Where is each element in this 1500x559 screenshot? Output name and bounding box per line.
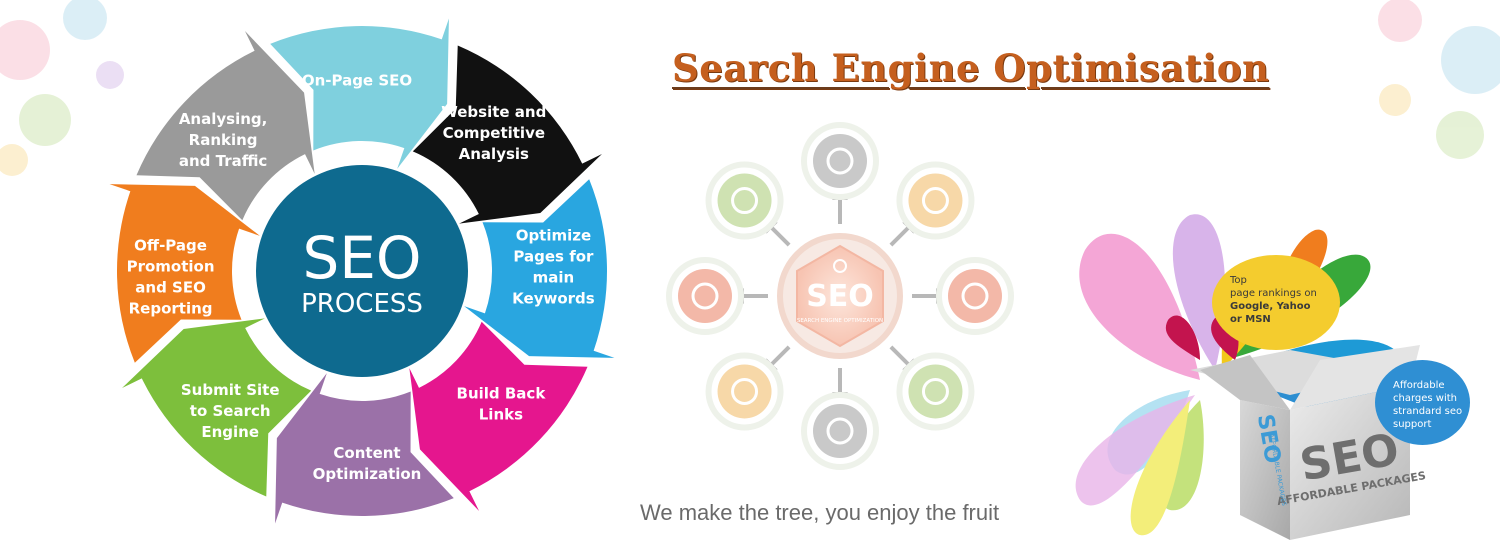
process-step-label: Keywords	[512, 289, 595, 307]
process-step-label: On-Page SEO	[302, 72, 412, 90]
callout-bubble	[1212, 255, 1340, 350]
process-step-label: Analysing,	[179, 110, 268, 128]
process-step-2	[412, 45, 602, 224]
process-step-8	[136, 31, 315, 221]
process-step-label: Build Back	[457, 384, 547, 402]
process-center-circle	[256, 165, 468, 377]
lightbulb-icon-glyph	[921, 187, 949, 215]
hub-arrow	[889, 226, 910, 247]
process-step-label: Ranking	[189, 131, 258, 149]
callout-line: support	[1393, 419, 1431, 430]
process-step-label: Competitive	[443, 124, 545, 142]
process-step-label: Analysis	[459, 145, 529, 163]
presentation-icon-glyph	[691, 282, 719, 310]
process-step-label: and Traffic	[179, 152, 267, 170]
process-center-subtitle: PROCESS	[301, 289, 423, 319]
hub-center-hexagon	[796, 244, 884, 348]
process-step-label: Submit Site	[181, 381, 280, 399]
team-icon-glyph	[826, 147, 854, 175]
process-step-1	[270, 18, 449, 169]
magnifier-icon	[833, 259, 847, 273]
presentation-icon	[678, 269, 732, 323]
process-step-label: Optimize	[516, 226, 591, 244]
process-step-label: Pages for	[513, 247, 594, 265]
hub-arrow	[889, 345, 910, 366]
price-tag-icon-glyph	[826, 417, 854, 445]
callout-charges: Affordable charges with strandard seo suppo…	[1375, 360, 1470, 445]
sitemap-icon	[948, 269, 1002, 323]
process-step-label: Promotion	[127, 258, 215, 276]
process-step-label: main	[533, 268, 575, 286]
page-title: Search Engine Optimisation	[672, 46, 1270, 90]
lightbulb-icon	[908, 173, 963, 228]
process-step-label: Links	[479, 405, 523, 423]
process-step-label: Reporting	[129, 300, 213, 318]
callout-line: strandard seo	[1393, 406, 1462, 417]
process-step-label: Optimization	[313, 465, 422, 483]
seo-package-box	[1190, 345, 1420, 540]
callout-line: charges with	[1393, 393, 1457, 404]
gear-icon	[717, 173, 772, 228]
process-step-label: to Search	[190, 402, 271, 420]
seo-hub-diagram	[666, 122, 1014, 470]
callout-bubble	[1375, 360, 1470, 445]
team-icon	[813, 134, 867, 188]
process-step-6	[122, 318, 312, 497]
callout-line: page rankings on	[1230, 288, 1317, 299]
process-step-label: Content	[333, 444, 400, 462]
mail-icon	[717, 364, 772, 419]
mail-icon-glyph	[731, 377, 759, 405]
gear-icon-glyph	[731, 187, 759, 215]
process-step-4	[409, 321, 588, 511]
megaphone-icon	[908, 364, 963, 419]
process-center-title: SEO	[302, 224, 421, 292]
callout-line: Google, Yahoo	[1230, 301, 1311, 312]
callout-line: Top	[1229, 275, 1247, 286]
price-tag-icon	[813, 404, 867, 458]
callout-line: Affordable	[1393, 380, 1445, 391]
process-step-label: Engine	[201, 423, 259, 441]
corner-decoration-left	[0, 0, 124, 176]
tagline: We make the tree, you enjoy the fruit	[640, 500, 1000, 525]
process-step-label: and SEO	[135, 279, 206, 297]
megaphone-icon-glyph	[921, 377, 949, 405]
process-step-label: Off-Page	[134, 237, 207, 255]
hub-arrow	[770, 226, 791, 247]
callout-line: or MSN	[1230, 314, 1271, 325]
process-step-7	[109, 184, 260, 363]
process-step-3	[464, 179, 615, 358]
hub-center-title: SEO	[806, 279, 874, 314]
sitemap-icon-glyph	[961, 282, 989, 310]
corner-decoration-right	[1378, 0, 1500, 159]
hub-arrow	[770, 345, 791, 366]
process-step-label: Website and	[441, 103, 546, 121]
callout-rankings: Top page rankings on Google, Yahoo or MSN	[1212, 255, 1340, 350]
process-step-5	[275, 373, 454, 524]
hub-center-subtitle: SEARCH ENGINE OPTIMIZATION	[797, 318, 883, 324]
